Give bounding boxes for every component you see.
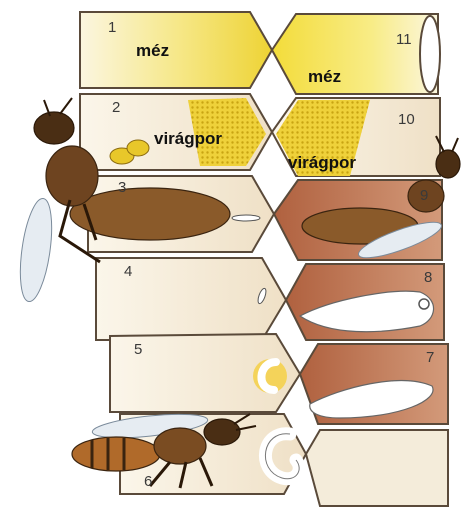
cell-number-2: 2 xyxy=(112,99,120,116)
label-pollen-left: virágpor xyxy=(154,129,222,148)
egg xyxy=(232,215,260,221)
pupa-eye xyxy=(419,299,429,309)
cell-number-9: 9 xyxy=(420,187,428,204)
cell-number-1: 1 xyxy=(108,19,116,36)
cell-right-bottom xyxy=(306,430,448,506)
cell-11-opening xyxy=(420,16,440,92)
bee-thorax-left xyxy=(46,146,98,206)
bee-wing-left xyxy=(15,197,57,304)
cell-number-7: 7 xyxy=(426,349,434,366)
cell-number-4: 4 xyxy=(124,263,132,280)
cell-number-8: 8 xyxy=(424,269,432,286)
cell-number-3: 3 xyxy=(118,179,126,196)
label-pollen-right: virágpor xyxy=(288,153,356,172)
right-cell-column xyxy=(272,14,448,506)
bee-head-left xyxy=(34,112,74,144)
bee-thorax-bottom xyxy=(154,428,206,464)
label-honey-right: méz xyxy=(308,67,341,86)
cell-number-11: 11 xyxy=(396,31,412,48)
cell-number-6: 6 xyxy=(144,473,152,490)
cell-number-10: 10 xyxy=(398,111,415,128)
cell-11 xyxy=(272,14,438,94)
label-honey-left: méz xyxy=(136,41,169,60)
bee-head-right xyxy=(436,150,460,178)
bee-abdomen-bottom xyxy=(72,437,160,471)
cell-number-5: 5 xyxy=(134,341,142,358)
